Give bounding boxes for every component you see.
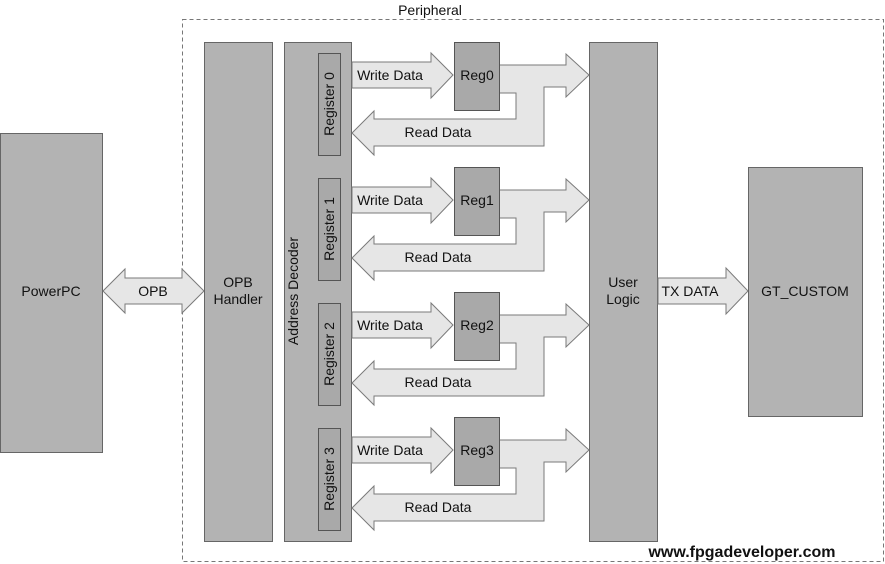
read-data-arrow: [351, 427, 590, 532]
write-data-arrow: [351, 51, 454, 100]
powerpc-label: PowerPC: [21, 283, 80, 299]
reg-box: [454, 42, 500, 111]
read-data-label: Read Data: [405, 124, 472, 140]
reg-box-label: Reg3: [460, 442, 494, 458]
opb-bus-label: OPB: [138, 283, 168, 299]
read-data-label: Read Data: [405, 249, 472, 265]
register-slot-label: Register 1: [321, 197, 337, 261]
register-slot: [318, 428, 341, 531]
reg-box-label: Reg0: [460, 67, 494, 83]
register-slot: [318, 303, 341, 406]
peripheral-label: Peripheral: [398, 2, 462, 18]
reg-box-label: Reg1: [460, 192, 494, 208]
write-data-arrow: [351, 176, 454, 225]
write-data-label: Write Data: [357, 67, 423, 83]
reg-box: [454, 417, 500, 486]
tx-data-label: TX DATA: [661, 283, 719, 299]
read-data-arrow: [351, 177, 590, 282]
tx-data-arrow: [657, 266, 749, 316]
write-data-label: Write Data: [357, 442, 423, 458]
watermark-text: www.fpgadeveloper.com: [647, 544, 835, 561]
register-slot: [318, 53, 341, 156]
powerpc-block: [0, 133, 103, 453]
address-decoder-label: Address Decoder: [285, 237, 301, 346]
opb-handler-label-line2: Handler: [213, 291, 262, 307]
read-data-arrow: [351, 52, 590, 157]
gt-custom-label: GT_CUSTOM: [761, 283, 849, 299]
write-data-label: Write Data: [357, 317, 423, 333]
read-data-label: Read Data: [405, 374, 472, 390]
register-slot: [318, 178, 341, 281]
write-data-arrow: [351, 426, 454, 475]
read-data-label: Read Data: [405, 499, 472, 515]
register-slot-label: Register 2: [321, 322, 337, 386]
gt-custom-block: [748, 167, 863, 417]
opb-handler-block: [204, 42, 273, 542]
user-logic-label-line1: User: [608, 274, 638, 290]
reg-box: [454, 292, 500, 361]
user-logic-block: [589, 42, 658, 542]
register-slot-label: Register 0: [321, 72, 337, 136]
reg-box: [454, 167, 500, 236]
user-logic-label-line2: Logic: [606, 291, 639, 307]
write-data-arrow: [351, 301, 454, 350]
write-data-label: Write Data: [357, 192, 423, 208]
opb-handler-label-line1: OPB: [223, 274, 253, 290]
read-data-arrow: [351, 302, 590, 407]
reg-box-label: Reg2: [460, 317, 494, 333]
register-slot-label: Register 3: [321, 447, 337, 511]
